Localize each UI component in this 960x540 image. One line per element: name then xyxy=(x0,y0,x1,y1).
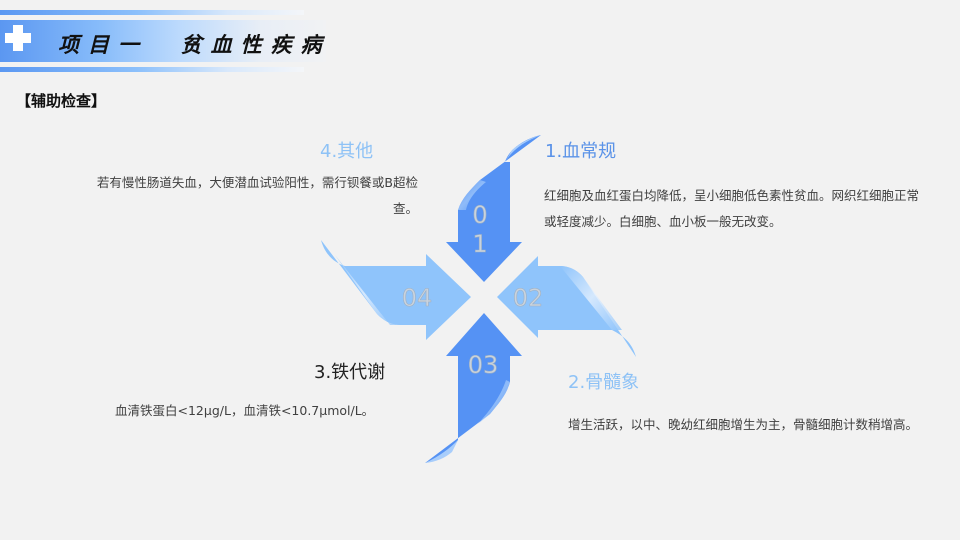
arrow-03-number: 03 xyxy=(468,351,499,379)
header-bar xyxy=(0,20,326,62)
item-3-text: 血清铁蛋白<12μg/L，血清铁<10.7μmol/L。 xyxy=(115,403,375,418)
item-1-text: 红细胞及血红蛋白均降低，呈小细胞低色素性贫血。网织红细胞正常或轻度减少。白细胞、… xyxy=(544,188,920,229)
arrow-02-number: 02 xyxy=(513,284,544,312)
medical-cross-icon xyxy=(5,25,31,51)
item-1-heading: 1.血常规 xyxy=(545,141,617,162)
arrow-04-right: 04 xyxy=(321,240,471,340)
arrow-04-number: 04 xyxy=(402,284,433,312)
header-stripe-top xyxy=(0,10,304,15)
header-stripe-bottom xyxy=(0,67,304,72)
arrow-01-digit-1: 1 xyxy=(472,230,487,258)
arrow-01-down: 0 1 xyxy=(446,135,541,282)
item-2-heading: 2.骨髓象 xyxy=(568,372,640,393)
item-4-heading: 4.其他 xyxy=(320,141,374,162)
item-2-text: 增生活跃，以中、晚幼红细胞增生为主，骨髓细胞计数稍增高。 xyxy=(568,417,919,432)
slide-title: 项目一 贫血性疾病 xyxy=(58,32,331,57)
item-3-heading: 3.铁代谢 xyxy=(314,362,386,383)
section-label: 【辅助检查】 xyxy=(16,92,107,110)
item-4-text: 若有慢性肠道失血，大便潜血试验阳性，需行钡餐或B超检查。 xyxy=(96,175,418,216)
arrow-01-digit-0: 0 xyxy=(472,201,487,229)
arrow-03-up: 03 xyxy=(425,313,522,463)
arrow-02-left: 02 xyxy=(497,256,636,357)
